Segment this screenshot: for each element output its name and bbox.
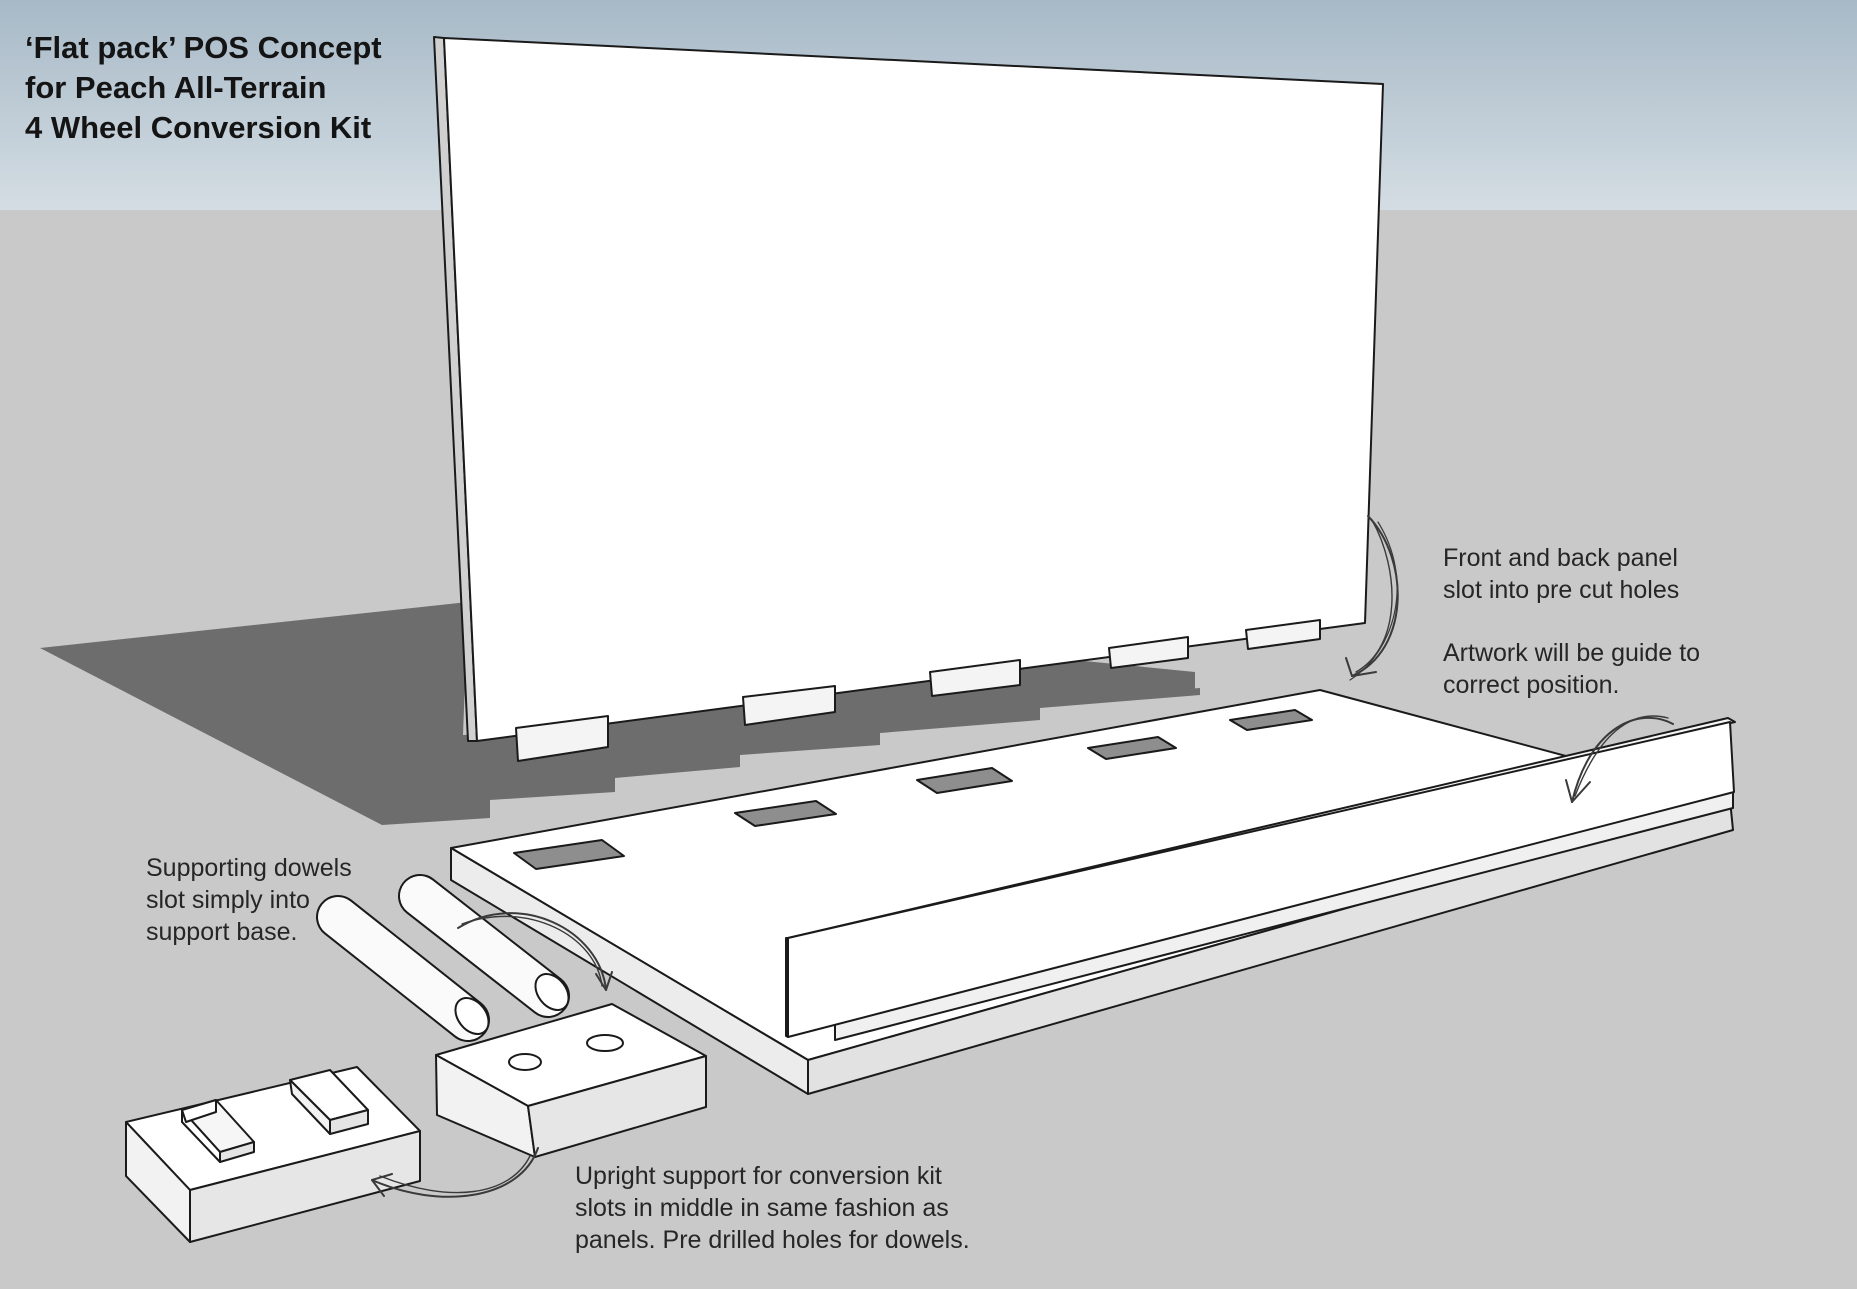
dowel-hole <box>509 1054 541 1070</box>
annotation-dowels: Supporting dowels slot simply into suppo… <box>146 852 352 948</box>
title-line-3: 4 Wheel Conversion Kit <box>25 108 382 148</box>
title-line-1: ‘Flat pack’ POS Concept <box>25 28 382 68</box>
annotation-artwork-line-2: correct position. <box>1443 669 1700 701</box>
annotation-upright-line-3: panels. Pre drilled holes for dowels. <box>575 1224 970 1256</box>
diagram-title: ‘Flat pack’ POS Concept for Peach All-Te… <box>25 28 382 148</box>
annotation-dowels-line-1: Supporting dowels <box>146 852 352 884</box>
dowel-hole <box>587 1035 623 1051</box>
annotation-dowels-line-2: slot simply into <box>146 884 352 916</box>
main-panel-face <box>444 38 1383 741</box>
annotation-dowels-line-3: support base. <box>146 916 352 948</box>
title-line-2: for Peach All-Terrain <box>25 68 382 108</box>
annotation-upright-line-1: Upright support for conversion kit <box>575 1160 970 1192</box>
annotation-panels: Front and back panel slot into pre cut h… <box>1443 542 1679 606</box>
annotation-artwork: Artwork will be guide to correct positio… <box>1443 637 1700 701</box>
annotation-upright: Upright support for conversion kit slots… <box>575 1160 970 1256</box>
annotation-panels-line-2: slot into pre cut holes <box>1443 574 1679 606</box>
back-panel-end <box>786 938 788 1037</box>
annotation-artwork-line-1: Artwork will be guide to <box>1443 637 1700 669</box>
annotation-panels-line-1: Front and back panel <box>1443 542 1679 574</box>
annotation-upright-line-2: slots in middle in same fashion as <box>575 1192 970 1224</box>
